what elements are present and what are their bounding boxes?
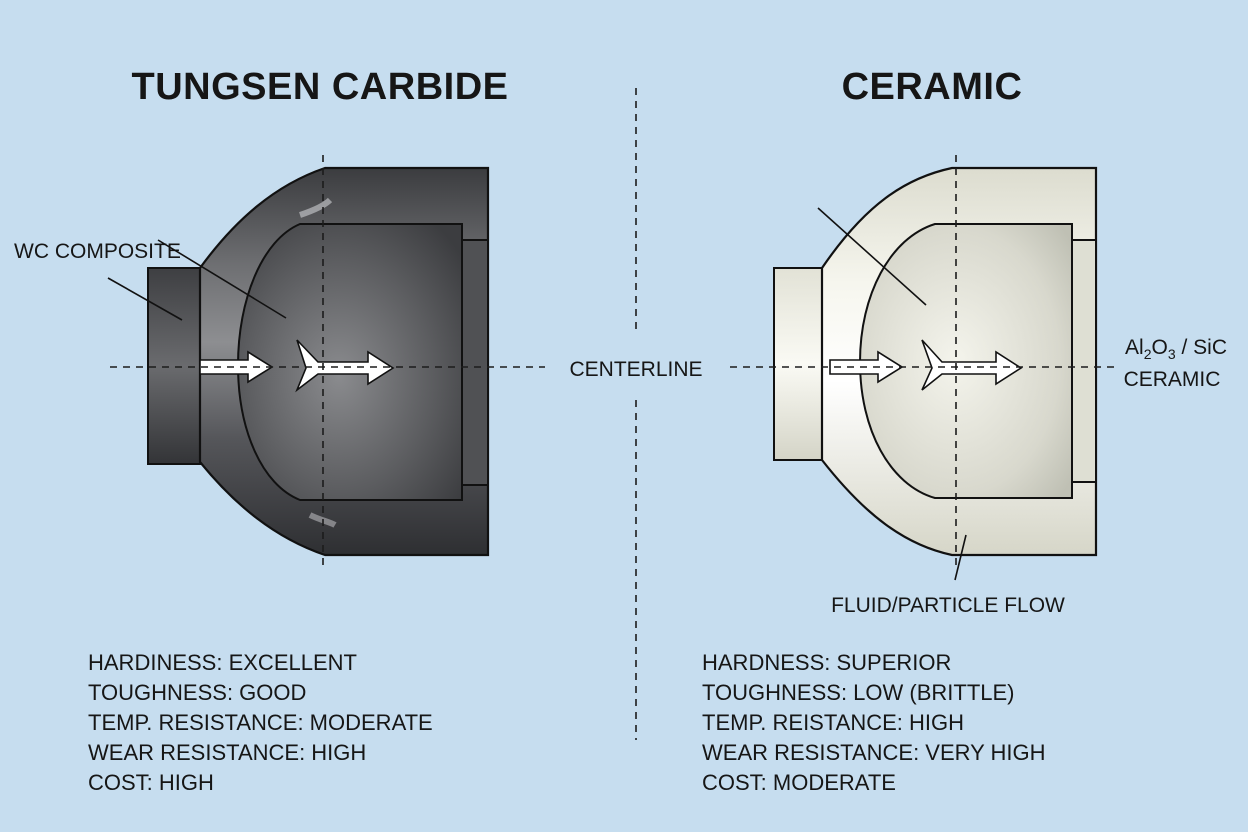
right-title: CERAMIC [842, 66, 1023, 108]
wc-flow-arrow-1 [199, 350, 274, 384]
left-property: HARDINESS: EXCELLENT [88, 650, 357, 675]
left-property: TOUGHNESS: GOOD [88, 680, 306, 705]
ceramic-material-o: O [1152, 336, 1168, 359]
flow-label: FLUID/PARTICLE FLOW [831, 594, 1065, 617]
ceramic-material-label-line2: CERAMIC [1124, 368, 1221, 391]
right-property: HARDNESS: SUPERIOR [702, 650, 951, 675]
wc-flow-arrow-2 [295, 339, 395, 393]
right-property: COST: MODERATE [702, 770, 896, 795]
left-properties: HARDINESS: EXCELLENT TOUGHNESS: GOOD TEM… [88, 650, 433, 795]
centerline-label: CENTERLINE [569, 358, 702, 381]
right-property: TEMP. REISTANCE: HIGH [702, 710, 964, 735]
ceramic-material-sub1: 2 [1144, 346, 1152, 362]
wc-leader-1 [107, 277, 183, 321]
right-property: TOUGHNESS: LOW (BRITTLE) [702, 680, 1015, 705]
ce-outlet-step [1071, 239, 1097, 483]
ce-leader-1 [817, 207, 927, 306]
left-property: WEAR RESISTANCE: HIGH [88, 740, 366, 765]
right-properties: HARDNESS: SUPERIOR TOUGHNESS: LOW (BRITT… [702, 650, 1046, 795]
ce-leader-2 [954, 534, 967, 581]
right-property: WEAR RESISTANCE: VERY HIGH [702, 740, 1046, 765]
wc-leader-2 [157, 239, 287, 319]
tungsten-carbide-nozzle [147, 166, 490, 557]
wc-composite-label: WC COMPOSITE [14, 240, 181, 263]
ceramic-material-sic: / SiC [1176, 336, 1227, 359]
left-property: COST: HIGH [88, 770, 214, 795]
wc-outlet-step [461, 239, 489, 486]
ceramic-material-label: Al2O3 / SiC [1125, 336, 1227, 362]
left-title: TUNGSEN CARBIDE [132, 66, 509, 108]
ceramic-nozzle [773, 166, 1098, 557]
ce-flow-arrow-2 [921, 339, 1023, 391]
ceramic-material-al: Al [1125, 336, 1144, 359]
left-property: TEMP. RESISTANCE: MODERATE [88, 710, 433, 735]
ceramic-material-sub2: 3 [1168, 346, 1176, 362]
